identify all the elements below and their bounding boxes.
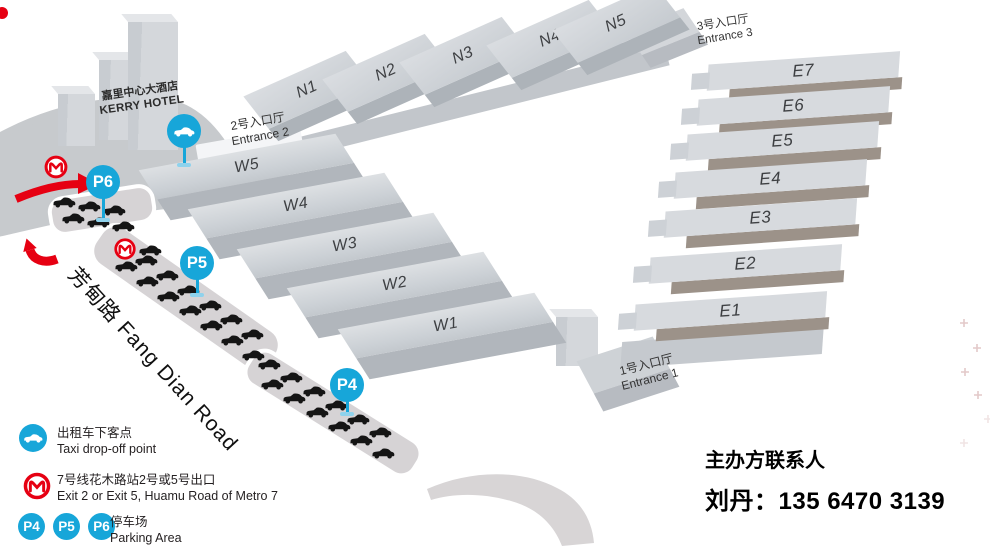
legend-parking-badge-p4: P4 — [18, 513, 45, 540]
hall-label: E5 — [770, 130, 794, 151]
metro-logo-icon — [114, 238, 136, 260]
corner-red-mark — [0, 7, 8, 19]
legend-taxi-icon — [19, 424, 47, 452]
curved-apron — [427, 474, 594, 546]
legend-taxi-text: 出租车下客点 Taxi drop-off point — [57, 426, 156, 457]
legend-metro-cn: 7号线花木路站2号或5号出口 — [57, 473, 216, 487]
pin-stem — [345, 399, 349, 412]
hall-label: N3 — [449, 43, 477, 68]
legend-taxi-cn: 出租车下客点 — [57, 426, 133, 440]
hall-label: W3 — [330, 234, 359, 256]
metro-logo-icon — [23, 472, 51, 500]
legend-parking-cn: 停车场 — [110, 515, 148, 529]
u-turn-arrow-icon — [23, 238, 59, 266]
hall-label: E6 — [781, 95, 805, 116]
car-icon — [24, 434, 43, 443]
taxi-icon — [167, 114, 201, 148]
organizer-contact: 主办方联系人 刘丹：135 6470 3139 — [705, 444, 945, 516]
legend-parking-badge-p5: P5 — [53, 513, 80, 540]
hall-label: E7 — [791, 60, 815, 81]
hall-label: E3 — [748, 207, 772, 228]
hall-label: N2 — [372, 60, 400, 85]
pin-stem — [101, 196, 105, 218]
parking-pin-label: P5 — [180, 246, 214, 280]
pin-stem — [195, 277, 199, 293]
contact-title: 主办方联系人 — [705, 450, 825, 472]
spine-corridor — [284, 45, 670, 161]
pin-base — [340, 412, 354, 416]
plus-marks-faint — [960, 415, 990, 447]
hall-label: N1 — [293, 77, 321, 102]
pin-base — [177, 163, 191, 167]
pin-base — [96, 218, 110, 222]
hall-label: W2 — [380, 273, 409, 295]
hall-label: W4 — [281, 194, 310, 216]
legend-parking-badge-p6: P6 — [88, 513, 115, 540]
hall-label: W5 — [232, 155, 261, 177]
legend-metro-icon — [23, 472, 51, 505]
hall-label: W1 — [431, 314, 460, 336]
pin-stem — [182, 145, 186, 163]
metro-logo-icon — [44, 155, 68, 179]
legend-parking-en: Parking Area — [110, 530, 182, 545]
legend-metro-text: 7号线花木路站2号或5号出口 Exit 2 or Exit 5, Huamu R… — [57, 473, 278, 504]
hall-label: N5 — [602, 11, 630, 36]
legend-metro-en: Exit 2 or Exit 5, Huamu Road of Metro 7 — [57, 488, 278, 503]
pin-base — [190, 293, 204, 297]
parking-pin-label: P6 — [86, 165, 120, 199]
hotel-building-block — [58, 94, 95, 146]
contact-phone: 刘丹：135 6470 3139 — [705, 488, 946, 515]
plus-marks — [960, 319, 982, 399]
legend-parking-text: 停车场 Parking Area — [110, 515, 182, 546]
parking-pin-label: P4 — [330, 368, 364, 402]
hall-label: E1 — [718, 300, 742, 321]
hall-label: E4 — [758, 168, 782, 189]
hall-label: E2 — [733, 253, 757, 274]
legend-taxi-en: Taxi drop-off point — [57, 441, 157, 456]
